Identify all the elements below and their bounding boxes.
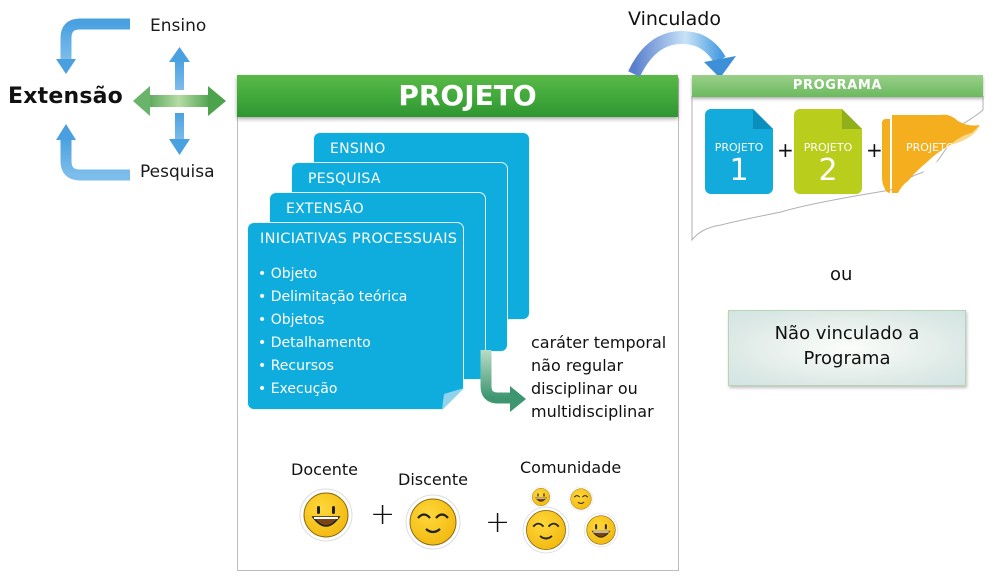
project-card-label: PROJETO: [906, 141, 955, 154]
double-arrow-horizontal-icon: [133, 86, 226, 116]
bent-arrow-down-icon: [56, 18, 130, 74]
comunidade-emoji-icon: [583, 512, 619, 548]
page-curl-icon: [442, 388, 464, 410]
list-item: • Delimitação teórica: [258, 289, 408, 305]
project-card-3-torn: PROJETO: [882, 114, 980, 193]
comunidade-emoji-icon: [522, 506, 570, 554]
not-linked-line1: Não vinculado a: [774, 323, 920, 344]
arrow-down-icon: [169, 113, 190, 155]
curved-arrow-icon: [628, 31, 736, 78]
plus-sign: +: [866, 138, 883, 162]
bent-arrow-right-icon: [480, 350, 526, 412]
comunidade-emoji-icon: [530, 486, 552, 508]
comunidade-emoji-icon: [568, 486, 594, 512]
iniciativas-list: • Objeto • Delimitação teórica • Objetos…: [258, 263, 407, 401]
docente-emoji-icon: [299, 488, 353, 542]
projeto-title: PROJETO: [398, 79, 537, 112]
project-characteristics-note: caráter temporal não regular disciplinar…: [531, 331, 666, 423]
project-card-2: PROJETO 2: [794, 109, 862, 194]
list-item: • Recursos: [258, 358, 334, 374]
discente-label: Discente: [398, 470, 468, 489]
note-line: disciplinar ou: [531, 379, 638, 398]
page-fold-icon: [842, 109, 862, 129]
projeto-header: PROJETO: [237, 75, 678, 117]
list-item: • Objeto: [258, 266, 318, 282]
list-item: • Objetos: [258, 312, 325, 328]
project-card-number: 2: [818, 153, 838, 188]
project-card-number: 1: [729, 153, 749, 188]
note-line: multidisciplinar: [531, 402, 654, 421]
bent-arrow-up-icon: [56, 124, 130, 181]
not-linked-line2: Programa: [803, 348, 891, 369]
programa-title: PROGRAMA: [792, 78, 883, 93]
card-iniciativas: INICIATIVAS PROCESSUAIS • Objeto • Delim…: [247, 222, 464, 410]
comunidade-label: Comunidade: [520, 458, 622, 477]
arrow-up-icon: [169, 47, 190, 90]
docente-label: Docente: [291, 460, 359, 479]
cycle-arrows-diagram: [56, 18, 226, 181]
extensao-label: Extensão: [8, 84, 123, 109]
list-item: • Execução: [258, 381, 338, 397]
plus-sign: +: [485, 505, 511, 540]
project-card-1: PROJETO 1: [705, 109, 773, 194]
discente-emoji-icon: [404, 493, 462, 551]
card-pesquisa-label: PESQUISA: [308, 171, 381, 187]
or-label: ou: [830, 264, 853, 285]
card-iniciativas-title: INICIATIVAS PROCESSUAIS: [260, 231, 458, 247]
card-extensao-label: EXTENSÃO: [286, 201, 364, 217]
pesquisa-label: Pesquisa: [140, 162, 215, 182]
plus-sign: +: [370, 497, 396, 532]
programa-header: PROGRAMA: [692, 75, 983, 97]
vinculado-label: Vinculado: [628, 8, 721, 30]
note-line: caráter temporal: [531, 333, 667, 352]
project-card-label: PROJETO: [803, 141, 853, 154]
emoji-group: [299, 486, 619, 554]
torn-edge: [900, 125, 1000, 205]
ensino-label: Ensino: [150, 16, 207, 36]
note-line: não regular: [531, 356, 624, 375]
page-fold-icon: [753, 109, 773, 129]
plus-sign: +: [777, 138, 794, 162]
not-linked-box: Não vinculado a Programa: [728, 310, 966, 386]
project-card-label: PROJETO: [714, 141, 764, 154]
list-item: • Detalhamento: [258, 335, 371, 351]
card-ensino-label: ENSINO: [330, 141, 386, 157]
